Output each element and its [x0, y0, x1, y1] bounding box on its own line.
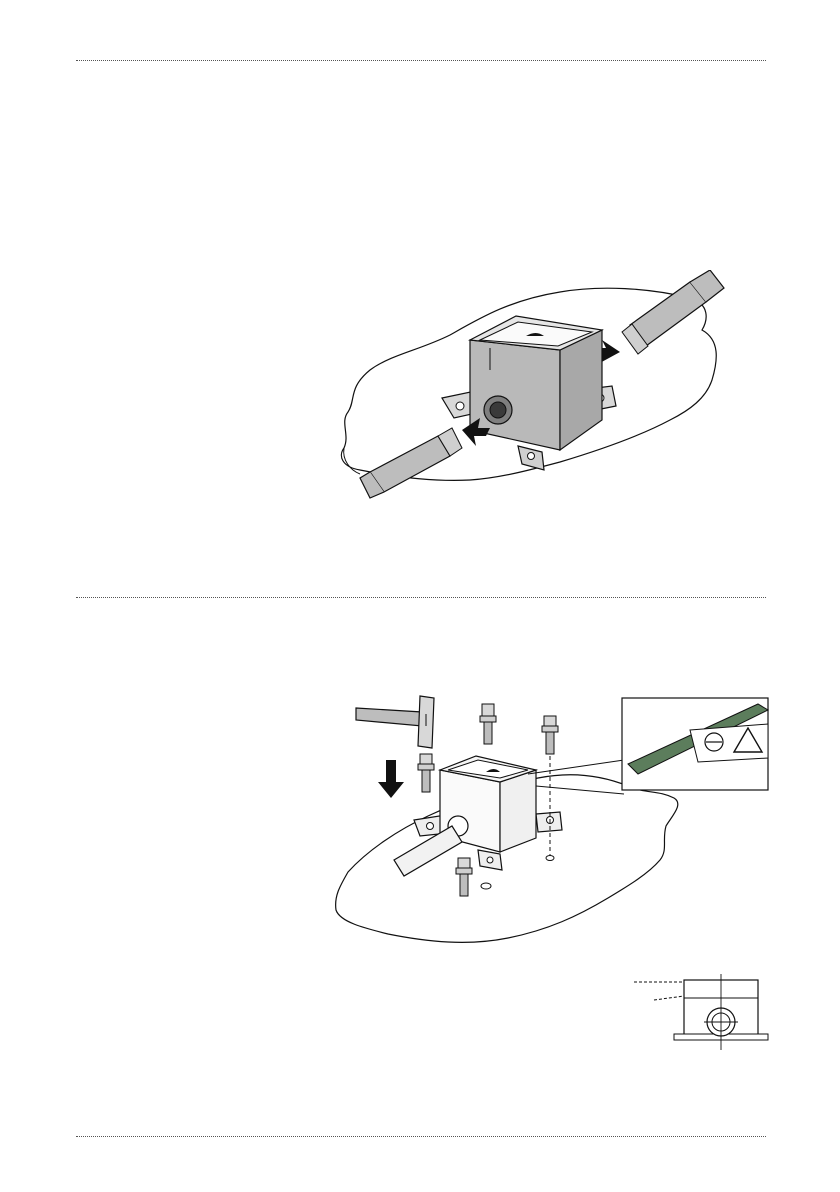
anchor-bolt [542, 716, 558, 754]
detail-callout [622, 698, 768, 790]
down-arrow-icon [378, 760, 404, 798]
hammer-icon [356, 696, 434, 748]
anchor-bolt [456, 858, 472, 896]
figure-box-connection [330, 270, 760, 510]
figure-front-elevation [634, 970, 778, 1054]
box-elevation [634, 974, 768, 1050]
figure-box-anchoring [328, 690, 778, 952]
divider-bottom [76, 1136, 766, 1137]
divider-top [76, 60, 766, 61]
junction-box [442, 316, 616, 470]
figure-2-svg [328, 690, 778, 952]
pipe-right [622, 270, 724, 354]
pipe-left [360, 428, 462, 498]
anchor-bolt [418, 754, 434, 792]
figure-1-svg [330, 270, 760, 510]
anchor-bolt [480, 704, 496, 744]
figure-3-svg [634, 970, 778, 1054]
divider-middle [76, 597, 766, 598]
